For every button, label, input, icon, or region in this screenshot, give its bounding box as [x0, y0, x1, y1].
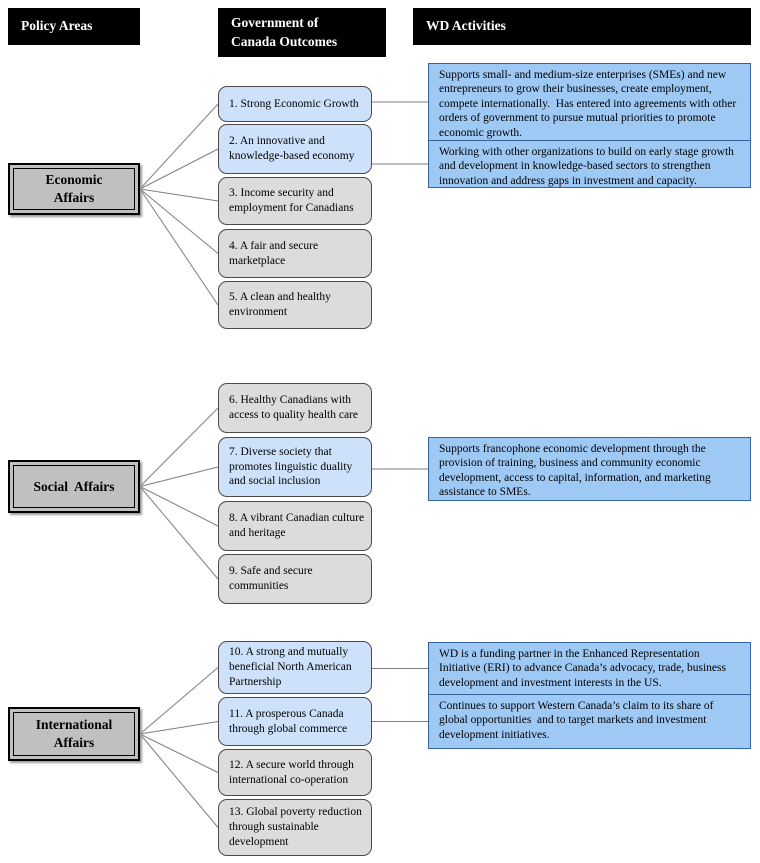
- policy-box-label: Social Affairs: [13, 465, 135, 508]
- policy-box-economic: Economic Affairs: [8, 163, 140, 215]
- policy-box-label: Economic Affairs: [13, 168, 135, 210]
- outcome-box-13: 13. Global poverty reduction through sus…: [218, 799, 372, 856]
- header-government-of-canada-outcomes: Government of Canada Outcomes: [218, 8, 386, 57]
- outcome-box-10: 10. A strong and mutually beneficial Nor…: [218, 641, 372, 694]
- activity-box-4: WD is a funding partner in the Enhanced …: [428, 642, 751, 695]
- policy-box-international: International Affairs: [8, 707, 140, 761]
- policy-box-social: Social Affairs: [8, 460, 140, 513]
- outcome-box-6: 6. Healthy Canadians with access to qual…: [218, 383, 372, 433]
- outcome-box-8: 8. A vibrant Canadian culture and herita…: [218, 501, 372, 551]
- outcome-box-2: 2. An innovative and knowledge-based eco…: [218, 124, 372, 174]
- outcome-box-7: 7. Diverse society that promotes linguis…: [218, 437, 372, 497]
- policy-box-label: International Affairs: [13, 712, 135, 756]
- outcome-box-12: 12. A secure world through international…: [218, 749, 372, 796]
- activity-box-5: Continues to support Western Canada’s cl…: [428, 694, 751, 749]
- header-wd-activities: WD Activities: [413, 8, 751, 45]
- outcome-box-4: 4. A fair and secure marketplace: [218, 229, 372, 278]
- outcome-box-3: 3. Income security and employment for Ca…: [218, 177, 372, 225]
- activity-box-3: Supports francophone economic developmen…: [428, 437, 751, 501]
- outcome-box-11: 11. A prosperous Canada through global c…: [218, 697, 372, 746]
- activity-box-2: Working with other organizations to buil…: [428, 140, 751, 188]
- outcome-box-5: 5. A clean and healthy environment: [218, 281, 372, 329]
- header-policy-areas: Policy Areas: [8, 8, 140, 45]
- outcome-box-1: 1. Strong Economic Growth: [218, 86, 372, 122]
- activity-box-1: Supports small- and medium-size enterpri…: [428, 63, 751, 141]
- outcome-box-9: 9. Safe and secure communities: [218, 554, 372, 604]
